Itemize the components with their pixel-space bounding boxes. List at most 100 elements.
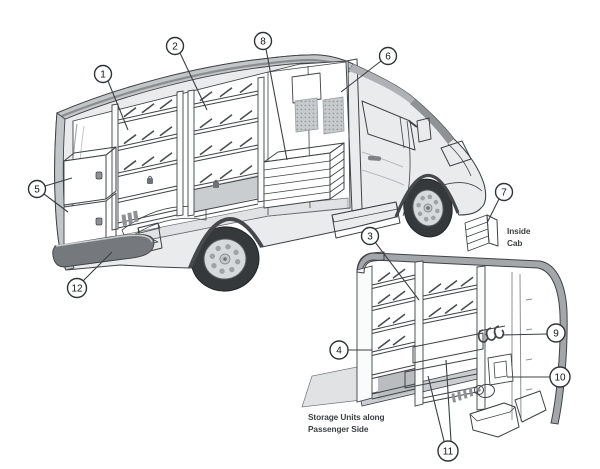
shelf-edge xyxy=(117,159,178,174)
shelf-divider xyxy=(159,126,173,137)
front-wheel-arch xyxy=(394,173,460,218)
shelf-edge xyxy=(422,386,478,399)
callout-leader-line xyxy=(107,80,129,131)
cab-side-window xyxy=(361,100,416,151)
shelf-divider xyxy=(444,279,458,291)
towel-roll xyxy=(477,383,495,399)
shelf-divider xyxy=(199,145,213,156)
callout-leader-line xyxy=(501,333,548,336)
shelf-edge xyxy=(371,383,416,395)
shelf-edge xyxy=(371,323,416,334)
partition-vent-left xyxy=(294,97,319,133)
shelf-edge xyxy=(371,388,416,400)
wheel-well-cover xyxy=(121,205,207,241)
callout-9: 9 xyxy=(501,323,566,343)
bay2-bottom-shade xyxy=(194,175,258,212)
shelf-divider xyxy=(392,313,406,324)
cab xyxy=(345,58,483,217)
callout-4: 4 xyxy=(329,340,372,360)
storage-units-label-line1: Storage Units along xyxy=(308,412,384,422)
rear-cabinet xyxy=(63,146,117,252)
callout-number: 11 xyxy=(443,446,454,457)
shelf-edge xyxy=(117,137,178,151)
partition-vent-right xyxy=(322,96,345,135)
shelf-edge xyxy=(117,185,178,200)
door-handle xyxy=(367,155,381,161)
shelf-divider xyxy=(377,338,391,350)
kick-vent-slots xyxy=(121,210,139,226)
inside-cab-unit-side xyxy=(486,214,499,247)
drawer-unit-side xyxy=(329,142,345,200)
callout-number: 8 xyxy=(260,36,266,47)
callout-circle xyxy=(93,64,113,84)
callout-7: 7 xyxy=(486,182,514,224)
roof-stripe xyxy=(61,58,351,118)
callout-leader-line xyxy=(179,52,208,111)
shelf-bay-2 xyxy=(193,83,259,218)
shelf-divider xyxy=(159,152,173,163)
callout-number: 2 xyxy=(172,41,178,52)
shelf-edge xyxy=(193,198,259,213)
cabinet-handle-lower xyxy=(95,217,103,226)
shelf-edge xyxy=(371,278,416,289)
shelf-edge xyxy=(117,110,178,124)
callout-1: 1 xyxy=(93,64,129,131)
shelf-divider xyxy=(199,173,213,184)
shelf-edge xyxy=(117,106,178,121)
shelf-lock-icons xyxy=(147,175,219,188)
callout-circle xyxy=(66,277,88,299)
shelf-divider xyxy=(239,165,253,176)
shelf-divider xyxy=(141,130,155,141)
a-pillar-shading xyxy=(410,99,454,144)
callout-circle xyxy=(494,182,514,202)
bay1-post-right xyxy=(176,90,184,217)
callout-circle xyxy=(360,226,380,246)
hose-shelf-lower xyxy=(404,357,478,389)
shelf-divider xyxy=(444,303,458,315)
mirror-arm xyxy=(408,120,418,128)
callout-12: 12 xyxy=(66,251,113,299)
shelf-edge xyxy=(193,176,259,190)
cabinet-handle-upper xyxy=(95,171,103,180)
shelf-bay-1 xyxy=(117,99,178,229)
callout-circle xyxy=(549,366,571,388)
shelf-divider xyxy=(123,160,137,171)
rear-bumper xyxy=(52,222,163,268)
shelf-edge xyxy=(117,133,178,148)
callout-11: 11 xyxy=(427,359,459,462)
callout-number: 1 xyxy=(100,69,106,80)
shelf-divider xyxy=(392,290,406,301)
callout-10: 10 xyxy=(507,366,571,388)
callout-leader-line xyxy=(82,251,113,282)
d2-wall-band xyxy=(356,252,568,425)
shelf-divider xyxy=(141,103,155,114)
callout-number: 4 xyxy=(336,345,342,356)
d2-bottom-shade xyxy=(378,368,415,400)
rear-wheel xyxy=(190,226,260,292)
callout-8: 8 xyxy=(253,31,288,161)
callout-circle xyxy=(437,440,459,462)
shelf-divider xyxy=(377,316,391,328)
rear-wheel-arch xyxy=(188,217,264,269)
d2-end-panel xyxy=(356,265,373,403)
callout-leader-line xyxy=(445,359,452,442)
door-creases xyxy=(361,151,405,186)
callout-circle xyxy=(329,340,349,360)
shelf-edge xyxy=(371,345,416,356)
shelf-edge xyxy=(193,144,259,159)
callout-leader-line xyxy=(340,60,382,93)
towel-holder xyxy=(474,353,514,399)
cab-partition xyxy=(267,61,347,215)
shelf-edge xyxy=(117,214,178,229)
shelf-divider xyxy=(219,169,233,180)
cab-roof-shading xyxy=(349,64,415,104)
shelf-edge xyxy=(371,300,416,311)
cabinet-upper-side xyxy=(105,146,117,200)
callout-leader-line xyxy=(374,241,420,301)
main-van-illustration xyxy=(52,54,487,292)
d2-cornice xyxy=(356,251,385,274)
shelf-edge xyxy=(193,121,259,135)
inside-cab-unit xyxy=(464,214,499,252)
shelf-divider xyxy=(460,276,474,287)
